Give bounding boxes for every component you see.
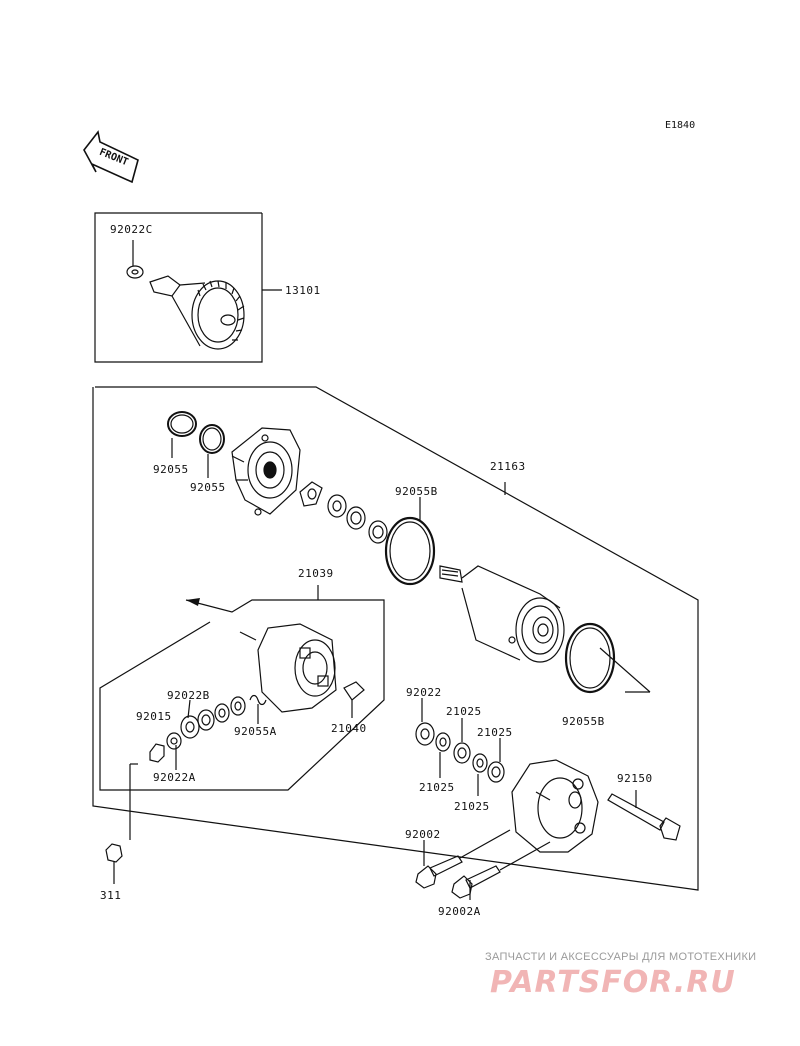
o-ring-92055-2 (199, 424, 225, 454)
part-label-92055-a[interactable]: 92055 (153, 463, 189, 476)
starter-clutch-gear (149, 275, 245, 350)
washer-stack-right (415, 722, 505, 783)
watermark-subtitle: ЗАПЧАСТИ И АКСЕССУАРЫ ДЛЯ МОТОТЕХНИКИ (485, 951, 757, 963)
part-label-21040[interactable]: 21040 (331, 722, 367, 735)
part-label-92015[interactable]: 92015 (136, 710, 172, 723)
shaft-washers (299, 481, 388, 544)
part-label-92055b-top[interactable]: 92055B (395, 485, 438, 498)
brush-holder (239, 623, 337, 713)
part-label-21025-d[interactable]: 21025 (454, 800, 490, 813)
part-label-92022a[interactable]: 92022A (153, 771, 196, 784)
part-label-92055b-bottom[interactable]: 92055B (562, 715, 605, 728)
part-label-92022c[interactable]: 92022C (110, 223, 153, 236)
part-label-92002a[interactable]: 92002A (438, 905, 481, 918)
brush-plate-group-frame (99, 599, 385, 791)
part-label-92055a[interactable]: 92055A (234, 725, 277, 738)
nut-311 (105, 843, 123, 863)
part-label-21025-a[interactable]: 21025 (446, 705, 482, 718)
front-cover (231, 427, 301, 516)
o-ring-92055-1 (167, 411, 197, 437)
spring-92055a (249, 694, 267, 706)
part-label-21039[interactable]: 21039 (298, 567, 334, 580)
part-label-21163[interactable]: 21163 (490, 460, 526, 473)
o-ring-92055b-top (384, 516, 436, 586)
part-label-21025-c[interactable]: 21025 (419, 781, 455, 794)
part-label-92002[interactable]: 92002 (405, 828, 441, 841)
part-label-21025-b[interactable]: 21025 (477, 726, 513, 739)
part-label-92150[interactable]: 92150 (617, 772, 653, 785)
bolt-92002a (451, 865, 501, 899)
washer-stack-left (149, 696, 246, 763)
rear-cover (511, 759, 599, 853)
part-label-92022b[interactable]: 92022B (167, 689, 210, 702)
bolt-92150 (607, 793, 681, 841)
part-label-92022[interactable]: 92022 (406, 686, 442, 699)
washer-92022c (126, 265, 144, 279)
clutch-group-frame (94, 212, 263, 363)
bolt-92002 (415, 855, 463, 889)
part-label-92055-b[interactable]: 92055 (190, 481, 226, 494)
starter-group-frame (92, 386, 699, 891)
part-label-13101[interactable]: 13101 (285, 284, 321, 297)
diagram-code: E1840 (665, 120, 696, 131)
part-label-311[interactable]: 311 (100, 889, 122, 902)
watermark-logo: PARTSFOR.RU (490, 965, 736, 1000)
o-ring-92055b-bottom (564, 622, 616, 694)
starter-motor-yoke (439, 565, 565, 663)
terminal-21040 (343, 681, 365, 701)
front-arrow-icon: FRONT (83, 130, 139, 184)
